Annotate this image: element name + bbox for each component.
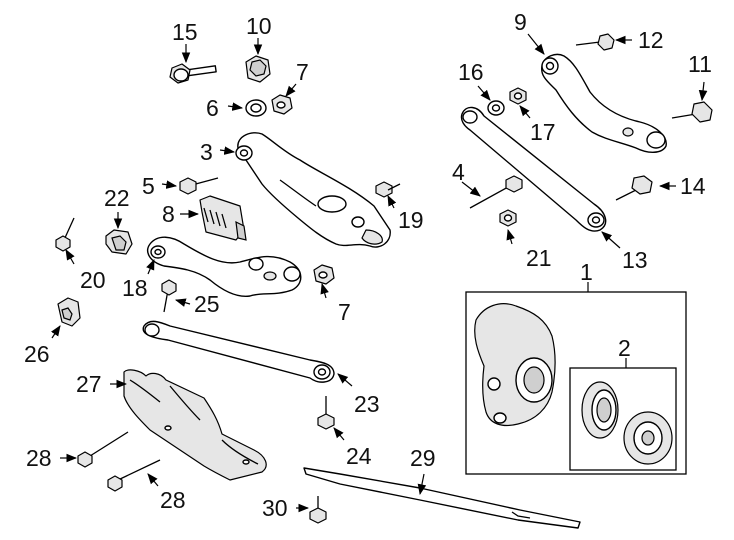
callout-28-upper: 28 <box>26 445 52 471</box>
bolt-part-20 <box>55 217 75 252</box>
callout-2: 2 <box>618 335 631 361</box>
bolt-part-19 <box>375 181 401 198</box>
bolt-part-10 <box>671 101 713 123</box>
callout-30: 30 <box>262 495 288 521</box>
link-arm-part-13 <box>460 106 607 232</box>
upper-arm-part-9 <box>541 53 667 153</box>
callout-4: 4 <box>452 159 465 185</box>
callout-16: 16 <box>458 59 484 85</box>
bolt-part-5 <box>179 177 219 195</box>
bolt-part-14 <box>615 175 653 201</box>
callout-7-lower: 7 <box>338 299 351 325</box>
callout-14: 14 <box>680 173 706 199</box>
hub-bearing-box <box>569 367 677 471</box>
trim-strip-part-29 <box>303 467 581 529</box>
nut-part-21 <box>499 209 517 227</box>
callout-labels: 15 10 7 6 3 5 19 8 22 20 18 7 25 26 23 2… <box>24 9 712 521</box>
callout-9: 9 <box>514 9 527 35</box>
nut-part-17 <box>509 87 527 105</box>
callout-12: 10 <box>246 13 272 39</box>
callout-29: 29 <box>410 445 436 471</box>
bracket-part-8 <box>199 195 247 241</box>
callout-10: 11 <box>688 51 712 77</box>
nut-part-7-upper <box>271 94 293 115</box>
leader-lines <box>51 33 708 513</box>
callout-17: 17 <box>530 119 556 145</box>
bolt-part-30 <box>309 496 327 524</box>
lower-arm-part-18 <box>146 236 302 297</box>
callout-18: 18 <box>122 275 148 301</box>
callout-15: 15 <box>172 19 198 45</box>
bolt-part-25 <box>161 279 177 313</box>
nut-part-7-lower <box>313 264 335 285</box>
callout-7-upper: 7 <box>296 59 309 85</box>
bolt-part-4 <box>469 175 523 209</box>
upper-control-arm-part-3 <box>235 132 391 248</box>
callout-19: 19 <box>398 207 424 233</box>
callout-27: 27 <box>76 371 102 397</box>
washer-part-16 <box>487 100 505 116</box>
callout-6: 6 <box>206 95 219 121</box>
bolt-part-28-upper <box>77 431 129 468</box>
bushing-part-26 <box>57 297 81 327</box>
bolt-part-24 <box>317 396 335 430</box>
bushing-part-22 <box>105 229 133 255</box>
callout-26: 26 <box>24 341 50 367</box>
callout-28-lower: 28 <box>160 487 186 513</box>
callout-13: 13 <box>622 247 648 273</box>
bolt-part-11 <box>575 33 615 51</box>
callout-3: 3 <box>200 139 213 165</box>
callout-8: 8 <box>162 201 175 227</box>
washer-part-6 <box>245 99 267 117</box>
callout-24: 24 <box>346 443 372 469</box>
callout-20: 20 <box>80 267 106 293</box>
callout-11: 12 <box>638 27 664 53</box>
callout-23: 23 <box>354 391 380 417</box>
callout-21: 21 <box>526 245 552 271</box>
callout-22: 22 <box>104 185 130 211</box>
knuckle-assembly-box <box>465 291 687 475</box>
bolt-part-15 <box>169 63 217 84</box>
nut-part-12 <box>245 55 271 83</box>
callout-1: 1 <box>580 259 593 285</box>
callout-25: 25 <box>194 291 220 317</box>
underbody-shield-part-27 <box>123 369 267 481</box>
bolt-part-28-lower <box>107 459 161 492</box>
callout-5: 5 <box>142 173 155 199</box>
trailing-link-part-23 <box>142 320 335 383</box>
